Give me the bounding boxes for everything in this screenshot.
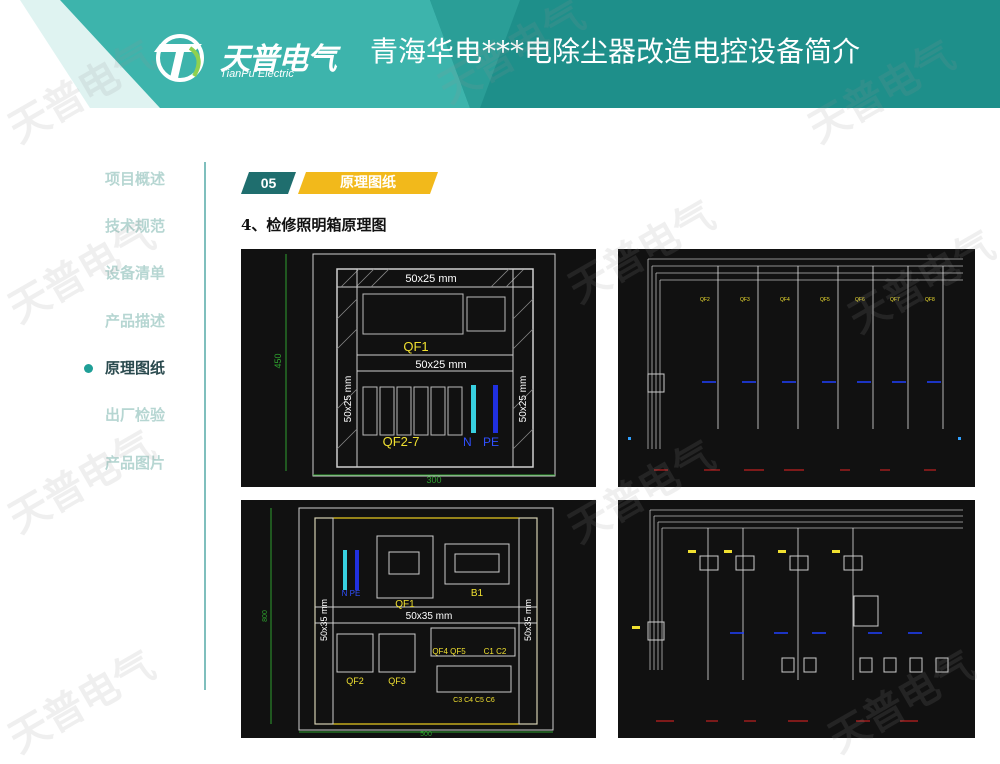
svg-text:QF2: QF2 [700, 297, 710, 303]
svg-text:QF7: QF7 [890, 297, 900, 303]
nav-item-6[interactable]: 出厂检验 [105, 406, 166, 424]
svg-text:QF4: QF4 [780, 297, 790, 303]
height-dimension-2: 800 [262, 610, 269, 622]
drawing-panel-layout-2: 50x35 mm 50x35 mm 50x35 mm N PE QF1 B1 Q… [241, 500, 596, 738]
sidebar-divider [204, 162, 206, 690]
top-bar-label: 50x25 mm [405, 273, 456, 285]
header-banner [0, 0, 1000, 108]
nav-item-3[interactable]: 设备清单 [105, 264, 166, 282]
qf1-label: QF1 [403, 339, 428, 354]
qf27-label: QF2-7 [383, 434, 420, 449]
b1-label: B1 [471, 588, 484, 599]
c3-c8-label: C3 C4 C5 C6 [453, 697, 495, 704]
watermark: 天普电气 [1, 422, 163, 543]
drawing-panel-layout-1: 50x25 mm 50x25 mm 50x25 mm 50x25 mm QF1 … [241, 249, 596, 487]
watermark: 天普电气 [1, 642, 163, 763]
mid-bar-label: 50x25 mm [415, 359, 466, 371]
width-dimension-2: 500 [420, 731, 432, 738]
nav-item-1[interactable]: 项目概述 [105, 170, 166, 188]
right-bar-label-2: 50x35 mm [523, 599, 533, 641]
pe-label: PE [483, 435, 499, 449]
nav-item-2[interactable]: 技术规范 [105, 217, 166, 235]
svg-text:QF5: QF5 [820, 297, 830, 303]
width-dimension: 300 [426, 475, 441, 485]
height-dimension: 450 [273, 353, 283, 368]
logo-subtext: TianPu Electric [220, 68, 294, 80]
right-bar-label: 50x25 mm [518, 376, 529, 423]
section-number: 05 [241, 172, 296, 194]
company-logo: 天普电气 TianPu Electric [150, 28, 350, 88]
svg-text:QF8: QF8 [925, 297, 935, 303]
drawing-panel-schematic-2 [618, 500, 975, 738]
logo-icon [154, 34, 204, 82]
page-title: 青海华电***电除尘器改造电控设备简介 [370, 35, 861, 68]
np-label: N PE [342, 589, 361, 598]
qf2-label: QF2 [346, 676, 364, 686]
drawing-subtitle: 4、检修照明箱原理图 [241, 216, 387, 234]
bar-label-2: 50x35 mm [406, 611, 453, 622]
qf3-label: QF3 [388, 676, 406, 686]
n-label: N [463, 435, 472, 449]
logo-text: 天普电气 [220, 42, 337, 77]
qf1-label-2: QF1 [395, 599, 415, 610]
section-label: 原理图纸 [298, 172, 438, 194]
svg-text:QF3: QF3 [740, 297, 750, 303]
drawing-panel-schematic-1: QF2 QF3 QF4 QF5 QF6 QF7 QF8 [618, 249, 975, 487]
nav-item-7[interactable]: 产品图片 [105, 454, 166, 472]
left-bar-label: 50x25 mm [343, 376, 354, 423]
left-bar-label-2: 50x35 mm [319, 599, 329, 641]
c1-c2-label: C1 C2 [484, 647, 507, 656]
qf4-qf5-label: QF4 QF5 [432, 647, 466, 656]
nav-item-5[interactable]: 原理图纸 [105, 359, 166, 377]
svg-text:QF6: QF6 [855, 297, 865, 303]
nav-item-4[interactable]: 产品描述 [105, 312, 166, 330]
active-bullet-icon [84, 364, 93, 373]
